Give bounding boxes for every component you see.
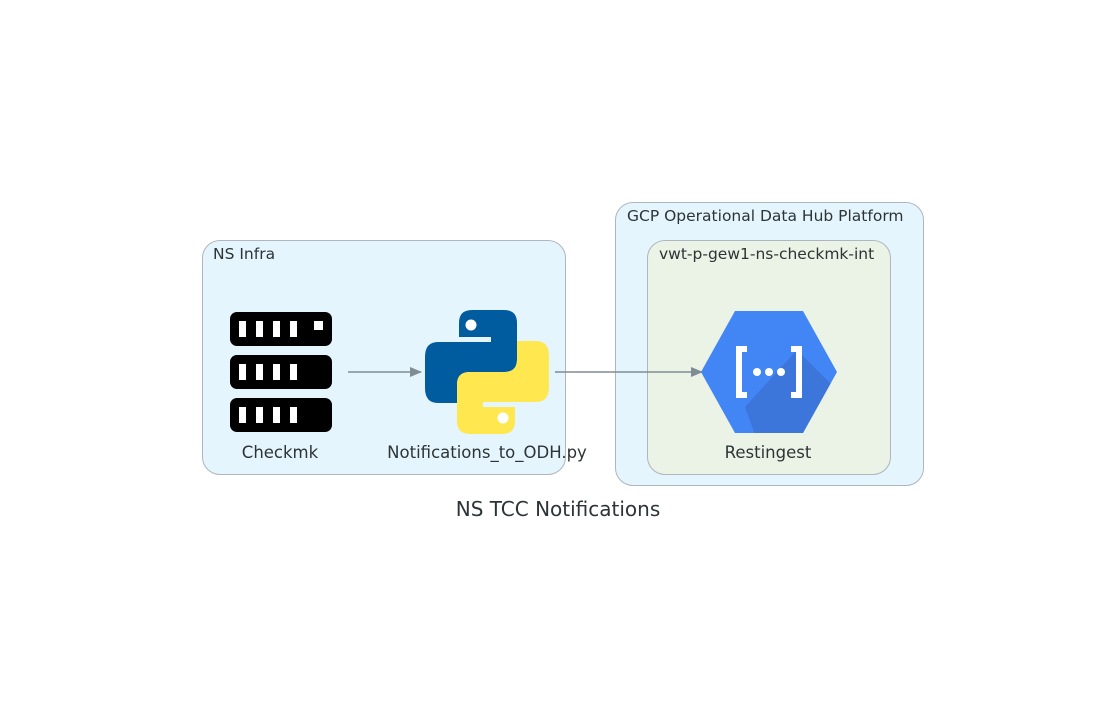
diagram-title: NS TCC Notifications [455, 497, 661, 521]
cluster-label-project: vwt-p-gew1-ns-checkmk-int [659, 245, 875, 263]
node-label-restingest: Restingest [724, 443, 812, 462]
python-icon [425, 310, 549, 434]
node-label-checkmk: Checkmk [241, 443, 319, 462]
node-label-python: Notifications_to_ODH.py [387, 443, 587, 462]
cluster-label-ns-infra: NS Infra [213, 245, 276, 263]
server-rack-icon [230, 312, 332, 432]
cloud-functions-icon [701, 311, 837, 433]
cluster-label-gcp: GCP Operational Data Hub Platform [627, 207, 904, 225]
cluster-project: vwt-p-gew1-ns-checkmk-int [647, 240, 891, 475]
